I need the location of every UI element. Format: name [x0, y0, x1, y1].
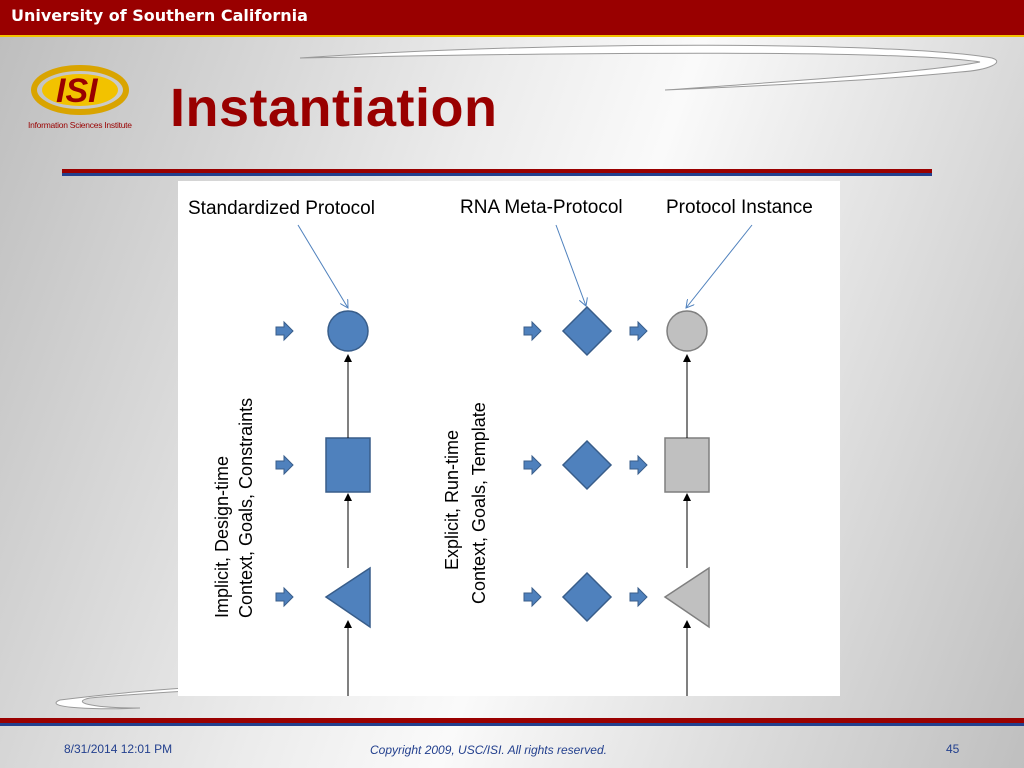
label-standardized-protocol: Standardized Protocol [188, 198, 375, 219]
diamond-shape [561, 305, 613, 357]
callout-instance [686, 224, 753, 308]
triangle-shape [663, 566, 710, 629]
university-name: University of Southern California [11, 6, 308, 25]
svg-text:ISI: ISI [56, 72, 99, 110]
top-banner: University of Southern California [0, 0, 1024, 37]
circle-shape [327, 310, 369, 352]
input-arrow-icon [523, 454, 542, 476]
label-explicit-context: Context, Goals, Template [469, 402, 489, 604]
callout-standardized [297, 224, 348, 308]
label-implicit-context: Context, Goals, Constraints [236, 398, 256, 618]
input-arrow-icon [523, 586, 542, 608]
input-arrow-icon [629, 586, 648, 608]
circle-shape [666, 310, 708, 352]
callout-rna [555, 224, 586, 306]
input-arrow-icon [275, 320, 294, 342]
title-divider [62, 169, 932, 176]
label-explicit: Explicit, Run-time [442, 430, 462, 570]
label-implicit: Implicit, Design-time [212, 456, 232, 618]
page-number: 45 [946, 742, 960, 756]
input-arrow-icon [629, 320, 648, 342]
input-arrow-icon [629, 454, 648, 476]
instantiation-diagram: Standardized Protocol RNA Meta-Protocol … [178, 181, 840, 696]
square-shape [325, 437, 371, 493]
diamond-shape [561, 571, 613, 623]
isi-logo: ISI Information Sciences Institute [26, 62, 138, 134]
input-arrow-icon [275, 454, 294, 476]
diamond-shape [561, 439, 613, 491]
footer-divider [0, 718, 1024, 726]
svg-text:Information Sciences Institute: Information Sciences Institute [28, 120, 132, 130]
input-arrows [275, 320, 648, 608]
footer-date: 8/31/2014 12:01 PM [64, 742, 173, 756]
footer-copyright: Copyright 2009, USC/ISI. All rights rese… [370, 743, 607, 757]
label-rna-meta-protocol: RNA Meta-Protocol [460, 197, 623, 218]
input-arrow-icon [275, 586, 294, 608]
label-protocol-instance: Protocol Instance [666, 197, 813, 218]
triangle-shape [324, 566, 371, 629]
input-arrow-icon [523, 320, 542, 342]
slide-title: Instantiation [170, 78, 498, 138]
square-shape [664, 437, 710, 493]
